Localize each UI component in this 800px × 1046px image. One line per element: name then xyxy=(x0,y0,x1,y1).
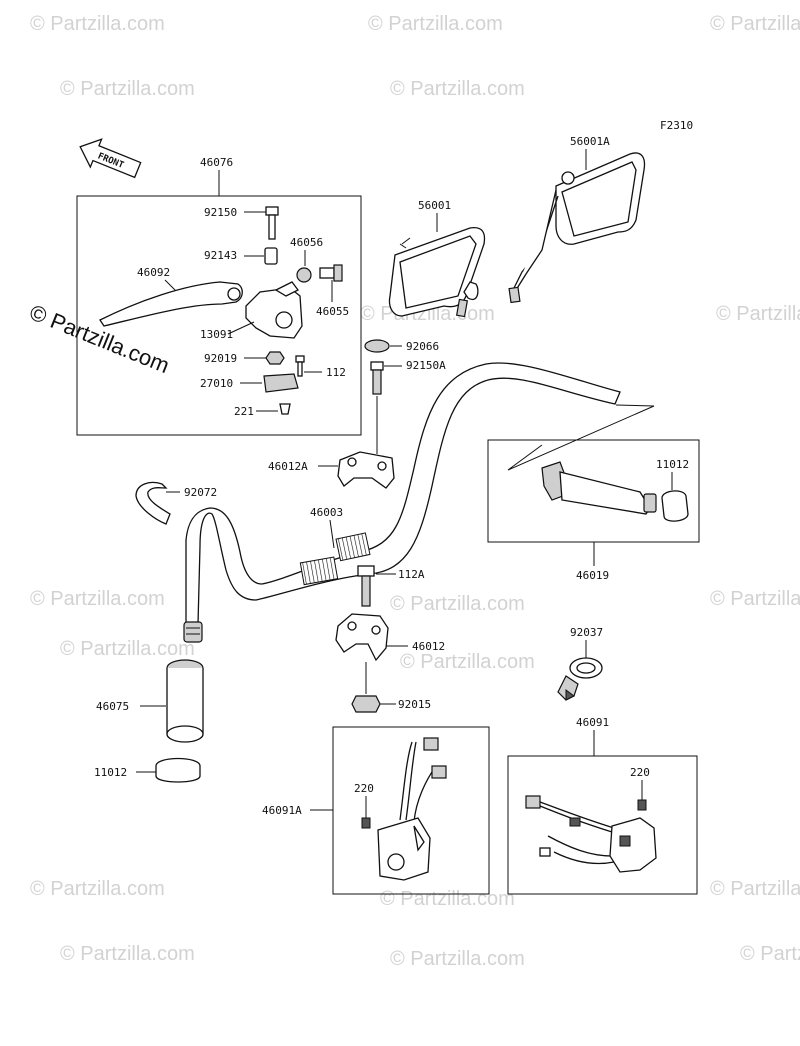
label-221: 221 xyxy=(234,405,254,418)
watermark: © Partzilla.com xyxy=(60,943,195,965)
left-switch-46091A-icon xyxy=(377,737,447,881)
label-92037: 92037 xyxy=(570,626,603,639)
label-46092: 46092 xyxy=(137,266,170,279)
watermark: © Partzilla.com xyxy=(710,588,800,610)
label-220-left: 220 xyxy=(354,782,374,795)
label-92015: 92015 xyxy=(398,698,431,711)
nut-92015-icon xyxy=(351,695,381,713)
watermark: © Partzilla.com xyxy=(710,13,800,35)
holder-13091-icon xyxy=(245,287,303,339)
watermark: © Partzilla.com xyxy=(30,878,165,900)
label-46091A: 46091A xyxy=(262,804,302,817)
throttle-grip-46019-icon xyxy=(541,461,657,515)
bolt-112A-icon xyxy=(357,565,375,577)
band-92072-icon xyxy=(135,481,171,525)
watermark: © Partzilla.com xyxy=(380,888,515,910)
label-56001: 56001 xyxy=(418,199,451,212)
watermark: © Partzilla.com xyxy=(710,878,800,900)
label-13091: 13091 xyxy=(200,328,233,341)
mirror-56001-icon xyxy=(388,226,486,318)
label-11012-left: 11012 xyxy=(94,766,127,779)
washer-92066-icon xyxy=(364,339,390,353)
label-46019: 46019 xyxy=(576,569,609,582)
bolt-92150A-icon xyxy=(370,361,384,371)
watermark: © Partzilla.com xyxy=(60,78,195,100)
clamp-92037-icon xyxy=(557,657,603,701)
label-220-right: 220 xyxy=(630,766,650,779)
label-46091: 46091 xyxy=(576,716,609,729)
label-112: 112 xyxy=(326,366,346,379)
label-46075: 46075 xyxy=(96,700,129,713)
nut-92019-icon xyxy=(265,351,285,365)
label-46012: 46012 xyxy=(412,640,445,653)
label-92066: 92066 xyxy=(406,340,439,353)
label-46076: 46076 xyxy=(200,156,233,169)
label-92019: 92019 xyxy=(204,352,237,365)
cap-11012-right-icon xyxy=(661,490,689,522)
label-46012A: 46012A xyxy=(268,460,308,473)
watermark: © Partzilla.com xyxy=(740,943,800,965)
bolt-112-icon xyxy=(295,355,305,363)
watermark: © Partzilla.com xyxy=(30,588,165,610)
right-switch-46091-icon xyxy=(525,795,657,873)
label-92150: 92150 xyxy=(204,206,237,219)
label-27010: 27010 xyxy=(200,377,233,390)
watermark: © Partzilla.com xyxy=(60,638,195,660)
holder-46012A-icon xyxy=(337,451,395,489)
screw-221-icon xyxy=(279,403,291,415)
cap-11012-left-icon xyxy=(155,757,201,783)
bolt-92150-icon xyxy=(265,206,279,240)
screw-220-right-icon xyxy=(637,799,647,811)
handlebar-46003-icon xyxy=(183,362,621,643)
mirror-56001A-icon xyxy=(508,152,646,304)
figure-code: F2310 xyxy=(660,119,693,132)
grip-46075-icon xyxy=(166,659,204,743)
watermark: © Partzilla.com xyxy=(400,651,535,673)
watermark: © Partzilla.com xyxy=(390,948,525,970)
lever-46092-icon xyxy=(99,281,243,327)
label-56001A: 56001A xyxy=(570,135,610,148)
watermark: © Partzilla.com xyxy=(30,13,165,35)
watermark: © Partzilla.com xyxy=(716,303,800,325)
screw-220-left-icon xyxy=(361,817,371,829)
label-112A: 112A xyxy=(398,568,425,581)
label-46056: 46056 xyxy=(290,236,323,249)
label-92072: 92072 xyxy=(184,486,217,499)
switch-27010-icon xyxy=(263,373,299,393)
label-92143: 92143 xyxy=(204,249,237,262)
screw-46055-icon xyxy=(319,264,343,282)
watermark: © Partzilla.com xyxy=(390,593,525,615)
label-92150A: 92150A xyxy=(406,359,446,372)
watermark: © Partzilla.com xyxy=(368,13,503,35)
front-arrow-icon: FRONT xyxy=(79,138,142,179)
label-46003: 46003 xyxy=(310,506,343,519)
holder-46012-icon xyxy=(335,613,389,662)
right-switch-box xyxy=(507,755,698,895)
watermark: © Partzilla.com xyxy=(390,78,525,100)
label-46055: 46055 xyxy=(316,305,349,318)
collar-92143-icon xyxy=(264,247,278,265)
label-11012-right: 11012 xyxy=(656,458,689,471)
adjuster-46056-icon xyxy=(296,267,312,283)
